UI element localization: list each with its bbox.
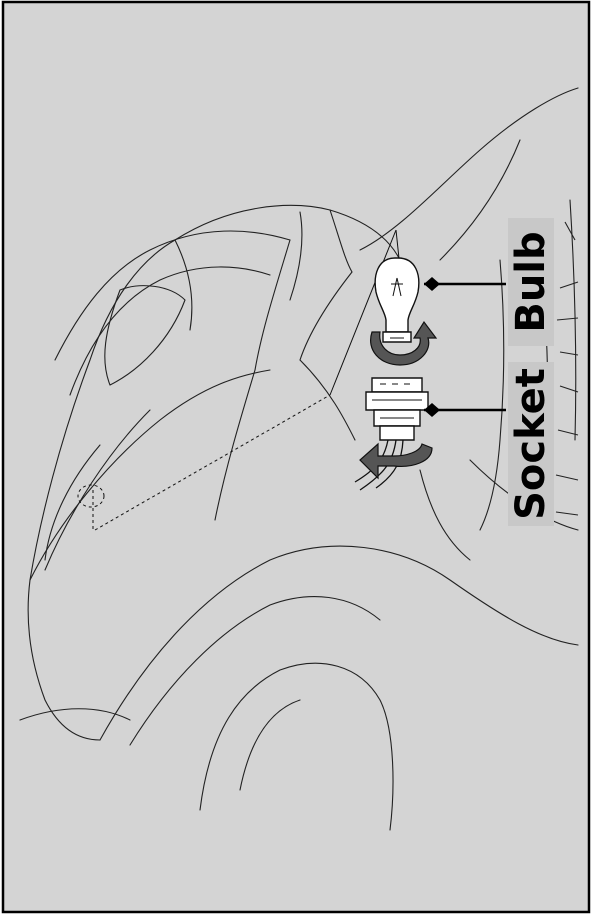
bulb-label: Bulb bbox=[508, 231, 554, 332]
socket-label: Socket bbox=[508, 368, 554, 520]
